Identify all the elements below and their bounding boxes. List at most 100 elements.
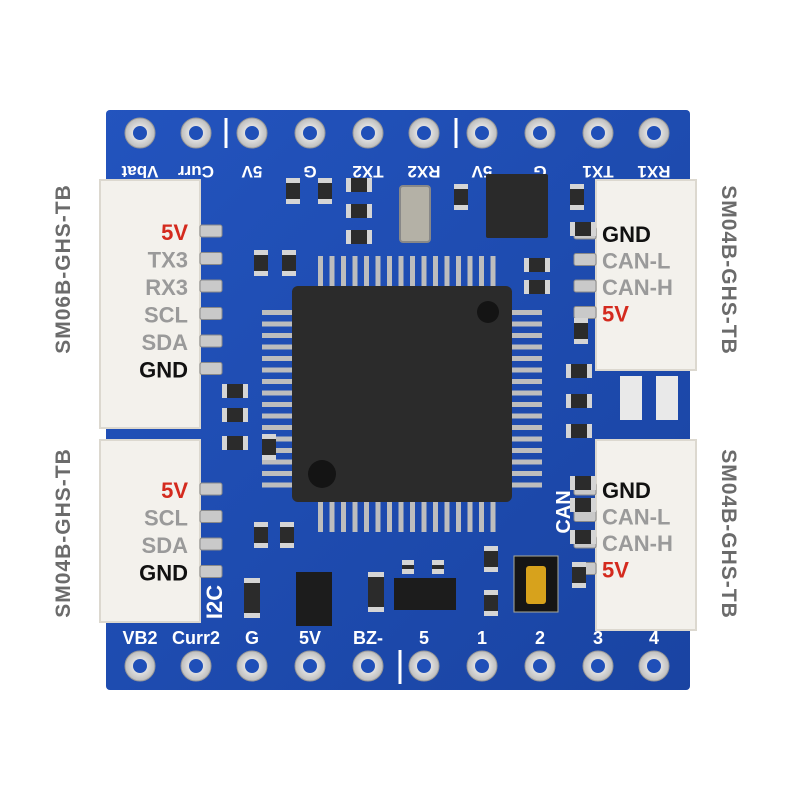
led-window-left [620,376,642,420]
top-pad-hole-center [647,126,661,140]
mcu-lead [512,425,542,430]
mcu-lead [262,344,292,350]
left-upper-pin-label: SCL [144,303,188,328]
smd-part [454,184,468,210]
smd-terminal [591,530,596,544]
mcu-lead [490,256,496,286]
mcu-lead [456,502,461,532]
mcu-lead [262,310,292,315]
bottom-pad-label: 4 [649,628,659,648]
left-upper-pin-label: SDA [142,330,189,355]
left-lower-pin-tab [199,482,223,496]
imu-chip [486,174,548,238]
smd-terminal [282,250,296,255]
top-pad-hole-center [133,126,147,140]
right-upper-pin-label: CAN-L [602,249,670,274]
smd-terminal [262,434,276,439]
silk-can-label: CAN [553,490,575,533]
top-pad-hole-center [189,126,203,140]
smd-terminal [222,408,227,422]
smd-part [572,562,586,588]
smd-terminal [318,178,332,183]
smd-part [318,178,332,204]
bottom-pad-hole-center [591,659,605,673]
bottom-pad-label: G [245,628,259,648]
bottom-pad-hole-center [647,659,661,673]
mcu-ejector-mark [308,460,336,488]
mcu-lead [398,502,404,532]
smd-part [346,230,372,244]
bottom-pad-hole-center [189,659,203,673]
left-upper-pin-label: 5V [161,220,188,245]
bottom-pad-label: 5 [419,628,429,648]
smd-terminal [566,364,571,378]
smd-terminal [570,498,575,512]
mcu-leads [262,256,542,532]
left-upper-pin-label: GND [139,358,188,383]
mcu-lead [512,390,542,396]
smd-terminal [254,543,268,548]
smd-terminal [244,613,260,618]
bottom-pad-label: 1 [477,628,487,648]
mcu-lead [512,402,542,407]
smd-part [254,522,268,548]
mcu-lead [262,367,292,373]
smd-terminal [402,560,414,565]
smd-terminal [591,222,596,236]
smd-part [484,546,498,572]
smd-terminal [244,578,260,583]
mcu-lead [433,256,438,286]
smd-terminal [587,364,592,378]
mcu-lead [456,256,461,286]
smd-part [570,498,596,512]
left-upper-pin-label: TX3 [148,248,188,273]
smd-terminal [432,569,444,574]
bottom-pad-holes [124,650,670,682]
bottom-pad-hole-center [533,659,547,673]
left-lower-pin-label: SDA [142,533,189,558]
left-lower-connector-body [99,439,201,623]
left-lower-pin-tab [199,510,223,523]
bottom-pad-hole-center [417,659,431,673]
right-upper-connector-body [595,179,697,371]
mcu-lead [512,413,542,419]
top-pad-hole-center [417,126,431,140]
smd-terminal [454,184,468,189]
smd-terminal [346,178,351,192]
left-upper-part-label: SM06B-GHS-TB [52,184,75,354]
smd-terminal [368,607,384,612]
top-pad-label: TX2 [352,162,383,181]
mcu-lead [375,502,381,532]
mcu-lead [262,390,292,396]
smd-terminal [432,560,444,565]
right-lower-part-label: SM04B-GHS-TB [717,449,740,619]
mcu-lead [444,256,450,286]
smd-part [570,222,596,236]
smd-part [222,408,248,422]
smd-part [524,258,550,272]
smd-part [570,476,596,490]
mcu-lead [262,482,292,488]
smd-part [574,318,588,344]
mcu-lead [512,459,542,465]
top-pad-label: RX2 [407,162,440,181]
smd-part [368,572,384,612]
mcu-lead [341,502,346,532]
smd-terminal [243,408,248,422]
right-upper-part-label: SM04B-GHS-TB [717,185,740,355]
smd-terminal [286,178,300,183]
mcu-lead [352,256,358,286]
left-lower-part-label: SM04B-GHS-TB [52,448,75,618]
smd-terminal [587,394,592,408]
smd-terminal [484,567,498,572]
smd-terminal [222,384,227,398]
smd-terminal [572,562,586,567]
smd-terminal [254,271,268,276]
smd-terminal [254,522,268,527]
top-pad-hole-center [475,126,489,140]
smd-part [524,280,550,294]
mcu-lead [318,502,323,532]
smd-part [566,394,592,408]
smd-part [222,436,248,450]
mcu-lead [421,502,427,532]
